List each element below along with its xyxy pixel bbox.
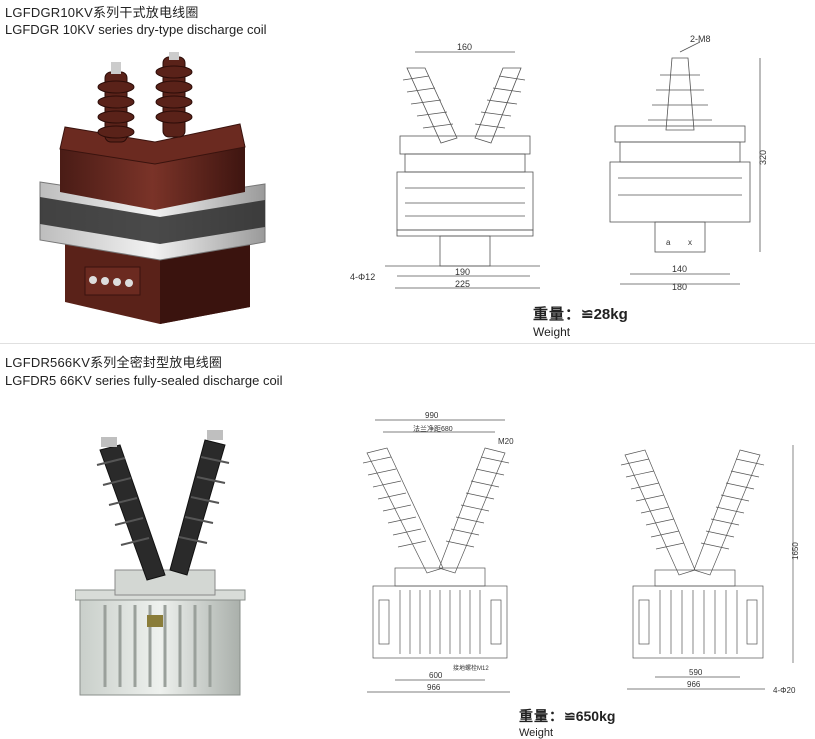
weight-value: ≌650kg (564, 708, 616, 724)
product-2-weight: 重量：≌650kg Weight (519, 706, 615, 739)
product-2-title-cn: LGFDR566KV系列全密封型放电线圈 (5, 355, 223, 370)
product-1-photo (39, 52, 266, 324)
dim-w1: 590 (689, 668, 703, 677)
dim-height: 1650 (791, 542, 800, 560)
weight-value: ≌28kg (581, 306, 628, 323)
dim-bolt: 2-M8 (690, 34, 711, 44)
dim-mount: 4-Φ20 (773, 686, 796, 695)
dim-bolt: M20 (498, 437, 514, 446)
dim-w1: 600 (429, 671, 443, 680)
weight-label-en: Weight (519, 727, 554, 739)
product-2-photo (75, 430, 246, 696)
weight-label-cn: 重量： (519, 708, 564, 724)
product-1-weight: 重量：≌28kg Weight (533, 303, 628, 339)
dim-w2: 180 (672, 282, 687, 292)
dim-flange: 法兰净距680 (413, 424, 453, 433)
weight-label-en: Weight (533, 325, 571, 339)
dim-ground: 接地螺栓M12 (453, 664, 489, 672)
dim-w2: 225 (455, 279, 470, 289)
product-1-title-cn: LGFDGR10KV系列干式放电线圈 (5, 5, 199, 20)
dim-w1: 190 (455, 267, 470, 277)
product-2-front-drawing: 990 法兰净距680 M20 接地螺栓M12 600 966 (362, 411, 514, 693)
product-1-front-drawing: 160 4-Φ12 190 225 (350, 42, 540, 289)
product-1-side-drawing: 2-M8 a x 320 140 180 (609, 34, 768, 292)
dim-mount: 4-Φ12 (350, 272, 375, 282)
terminal-x: x (688, 238, 692, 247)
weight-label-cn: 重量： (533, 306, 582, 323)
dim-w2: 966 (427, 683, 441, 692)
terminal-a: a (666, 238, 671, 247)
dim-w2: 966 (687, 680, 701, 689)
product-2-side-drawing: 1650 590 966 4-Φ20 (620, 445, 800, 695)
dim-w1: 140 (672, 264, 687, 274)
product-1-title-en: LGFDGR 10KV series dry-type discharge co… (5, 22, 267, 37)
section-divider (0, 343, 815, 344)
dim-top: 160 (457, 42, 472, 52)
product-2-title-en: LGFDR5 66KV series fully-sealed discharg… (5, 373, 283, 388)
dim-height: 320 (758, 150, 768, 165)
dim-top: 990 (425, 411, 439, 420)
